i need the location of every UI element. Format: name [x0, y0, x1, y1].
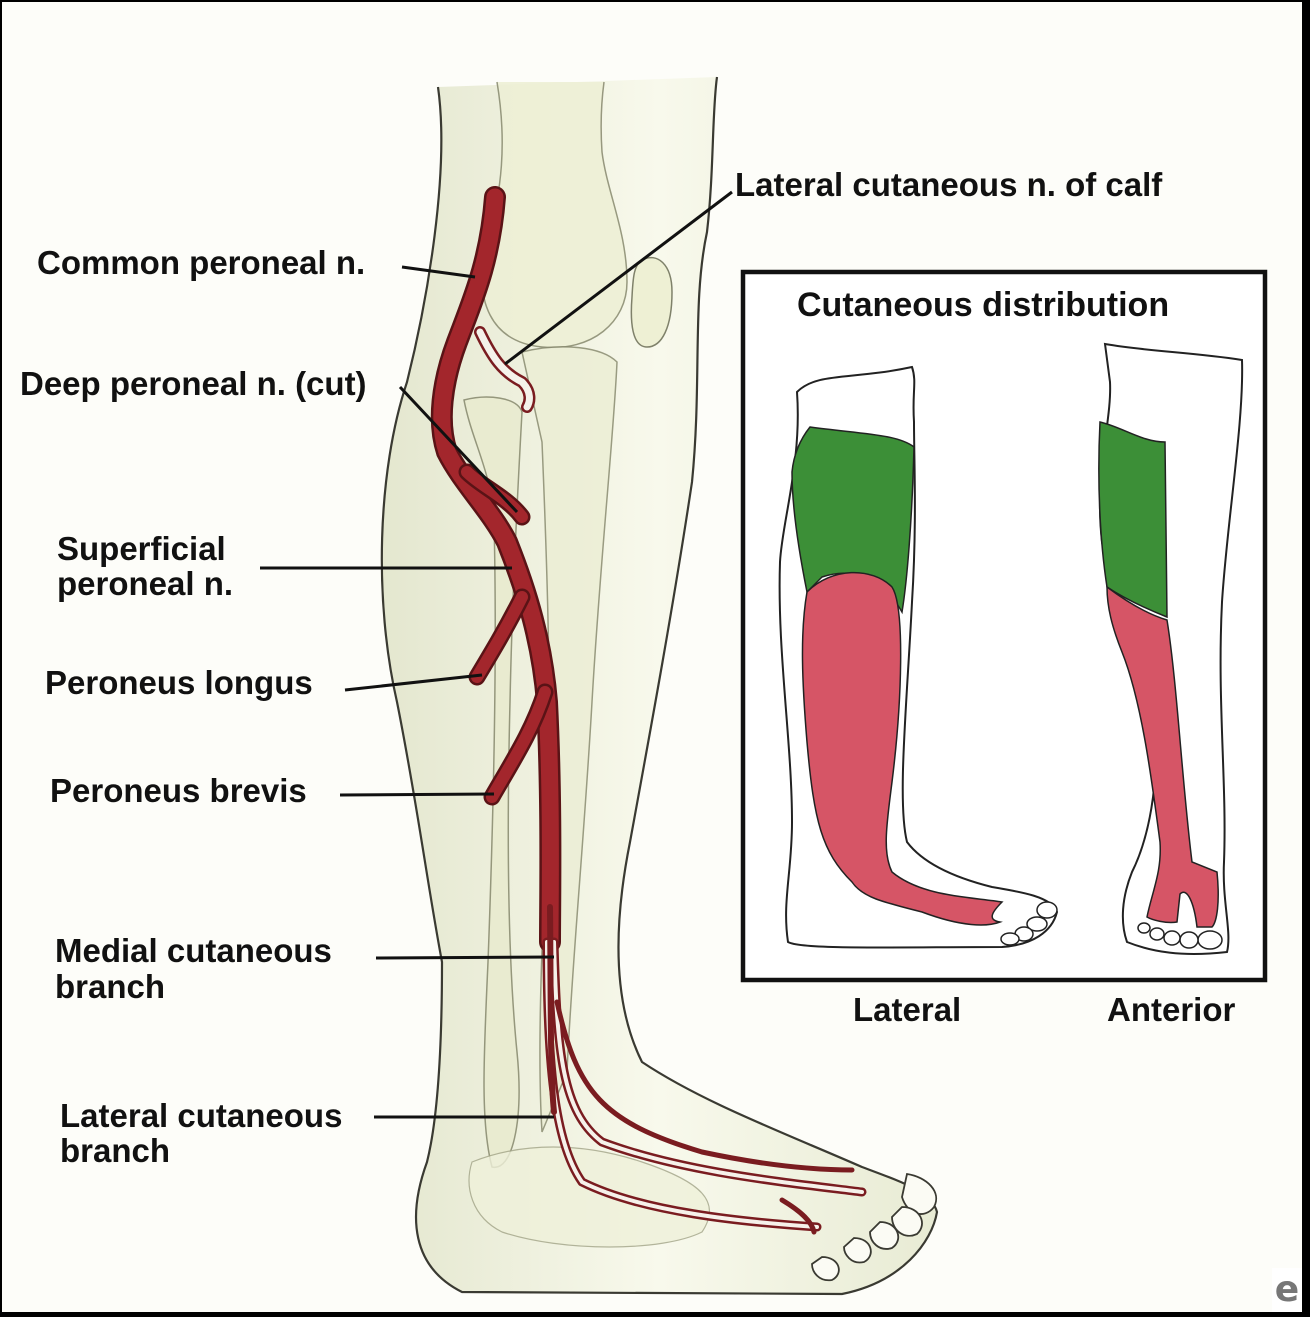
label-medial-cutaneous-line2: branch: [55, 969, 165, 1005]
label-peroneus-brevis: Peroneus brevis: [50, 773, 307, 809]
label-superficial-peroneal-line1: Superficial: [57, 531, 226, 567]
publisher-logo: e: [1272, 1268, 1302, 1312]
inset-view-anterior: Anterior: [1107, 992, 1235, 1028]
label-lateral-cutaneous-line1: Lateral cutaneous: [60, 1098, 342, 1134]
inset-title: Cutaneous distribution: [797, 287, 1169, 323]
label-common-peroneal: Common peroneal n.: [37, 245, 365, 281]
label-lateral-cutaneous-line2: branch: [60, 1133, 170, 1169]
label-lateral-cutaneous-calf: Lateral cutaneous n. of calf: [735, 167, 1162, 203]
label-superficial-peroneal-line2: peroneal n.: [57, 566, 233, 602]
label-medial-cutaneous-line1: Medial cutaneous: [55, 933, 332, 969]
label-deep-peroneal: Deep peroneal n. (cut): [20, 366, 367, 402]
label-peroneus-longus: Peroneus longus: [45, 665, 313, 701]
inset-view-lateral: Lateral: [853, 992, 961, 1028]
